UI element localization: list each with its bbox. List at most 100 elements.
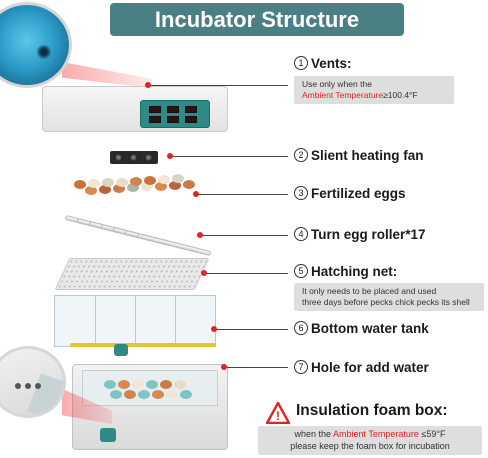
warning-symbol: ! [276, 409, 280, 423]
pointer-dot [193, 191, 199, 197]
pointer-line [204, 273, 288, 274]
callout-number: 5 [294, 264, 308, 278]
callout-number: 7 [294, 360, 308, 374]
pointer-line [200, 235, 288, 236]
callout-number: 4 [294, 227, 308, 241]
egg-icon [152, 390, 164, 399]
fan-blade-icon [129, 153, 138, 162]
fan-blade-icon [114, 153, 123, 162]
note-line: three days before pecks chick pecks its … [302, 297, 476, 308]
tank-plug [114, 344, 128, 356]
egg-icon [158, 175, 170, 184]
pointer-dot [197, 232, 203, 238]
display-icon [185, 106, 197, 113]
callout-eggs: 3Fertilized eggs [294, 186, 406, 201]
control-panel [140, 100, 210, 128]
vent-closeup [0, 2, 72, 88]
note-line: It only needs to be placed and used [302, 286, 476, 297]
egg-icon [172, 174, 184, 183]
callout-text: Slient heating fan [311, 148, 424, 163]
egg-icon [110, 390, 122, 399]
tank-divider [175, 296, 176, 346]
display-icon [167, 106, 179, 113]
vent-highlight-beam [62, 62, 152, 88]
callout-text: Turn egg roller*17 [311, 227, 426, 242]
egg-icon [116, 178, 128, 187]
note-suffix: ≤59°F [419, 429, 446, 439]
display-icon [167, 116, 179, 123]
pointer-line [214, 329, 288, 330]
egg-icon [174, 380, 186, 389]
note-line: Use only when the [302, 79, 446, 90]
tank-divider [135, 296, 136, 346]
pointer-dot [167, 153, 173, 159]
egg-icon [183, 180, 195, 189]
egg-icon [118, 380, 130, 389]
foam-title: Insulation foam box: [296, 402, 448, 420]
callout-text: Vents: [311, 56, 352, 71]
tank-rail [70, 343, 216, 347]
egg-icon [74, 180, 86, 189]
note-highlight: Ambient Temperature [302, 90, 383, 100]
note-highlight: Ambient Temperature [333, 429, 419, 439]
water-hole-closeup [0, 346, 66, 418]
display-icon [149, 106, 161, 113]
note-line: Ambient Temperature≥100.4°F [302, 90, 446, 101]
pointer-dot [145, 82, 151, 88]
note-line: when the Ambient Temperature ≤59°F [262, 428, 478, 440]
pointer-line [196, 194, 288, 195]
egg-icon [124, 390, 136, 399]
pointer-dot [201, 270, 207, 276]
egg-icon [102, 178, 114, 187]
egg-icon [88, 179, 100, 188]
heating-fan [110, 151, 158, 164]
callout-number: 6 [294, 321, 308, 335]
pointer-line [224, 367, 288, 368]
warning-triangle-icon: ! [266, 402, 290, 424]
foam-note: when the Ambient Temperature ≤59°F pleas… [258, 426, 482, 455]
egg-icon [146, 380, 158, 389]
note-prefix: when the [295, 429, 334, 439]
hole-icon [35, 383, 41, 389]
display-icon [149, 116, 161, 123]
vents-note: Use only when the Ambient Temperature≥10… [294, 76, 454, 104]
egg-icon [138, 390, 150, 399]
page-title: Incubator Structure [110, 3, 404, 36]
pointer-dot [221, 364, 227, 370]
pointer-dot [211, 326, 217, 332]
fan-blade-icon [144, 153, 153, 162]
callout-text: Fertilized eggs [311, 186, 406, 201]
callout-number: 2 [294, 148, 308, 162]
callout-number: 1 [294, 56, 308, 70]
callout-text: Bottom water tank [311, 321, 429, 336]
egg-icon [104, 380, 116, 389]
pointer-line [148, 85, 288, 86]
water-tank [54, 295, 216, 347]
egg-icon [180, 390, 192, 399]
hatching-note: It only needs to be placed and used thre… [294, 283, 484, 311]
egg-icon [160, 380, 172, 389]
callout-number: 3 [294, 186, 308, 200]
callout-text: Hole for add water [311, 360, 429, 375]
closeup-shade [27, 373, 66, 418]
water-spout [100, 428, 116, 442]
egg-icon [132, 380, 144, 389]
hole-icon [25, 383, 31, 389]
note-suffix: ≥100.4°F [383, 90, 418, 100]
hatching-net [55, 258, 210, 290]
display-icon [185, 116, 197, 123]
pointer-line [170, 156, 288, 157]
hole-icon [15, 383, 21, 389]
egg-icon [144, 176, 156, 185]
tank-divider [95, 296, 96, 346]
vent-hole-icon [37, 45, 51, 59]
note-line: please keep the foam box for incubation [262, 440, 478, 452]
egg-icon [166, 390, 178, 399]
callout-text: Hatching net: [311, 264, 397, 279]
